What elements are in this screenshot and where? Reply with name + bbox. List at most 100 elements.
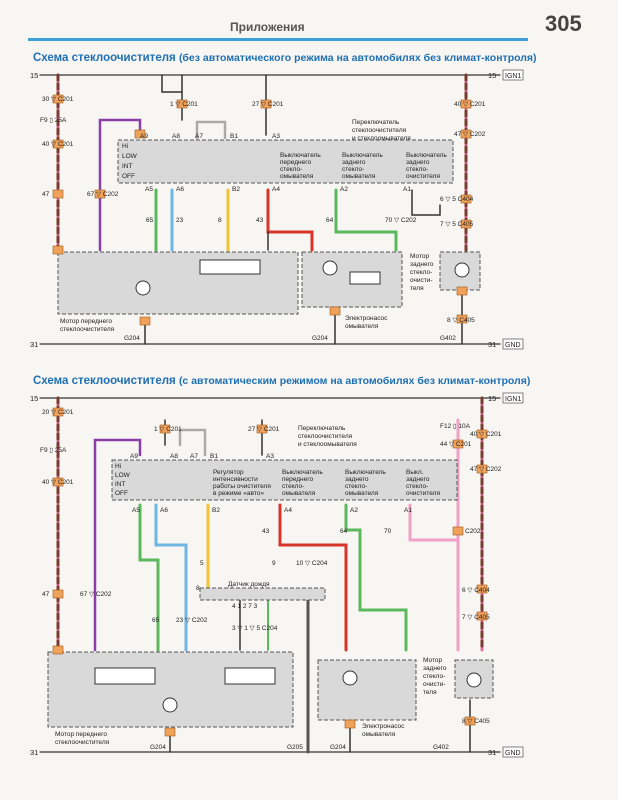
d1-front-sw-4: омывателя: [280, 173, 314, 180]
d2-washer-pump-box: [317, 659, 417, 721]
d1-rear-sw-1: Выключатель: [342, 152, 383, 159]
d2-c202-67: 67 ▽ C202: [80, 591, 112, 598]
d2-front-motor-2: стеклоочистителя: [55, 739, 110, 746]
d1-pin-a1: A1: [403, 186, 411, 193]
d2-w-65: 65: [152, 617, 160, 624]
d2-rain-sensor-box: [199, 587, 326, 601]
d2-g204a: G204: [150, 744, 166, 751]
d1-pin-b1: B1: [230, 133, 238, 140]
d2-wire-pink: [408, 503, 458, 542]
d2-rear-motor-1: Мотор: [423, 657, 442, 664]
d2-c204: 10 ▽ C204: [296, 560, 328, 567]
d1-mode-low: LOW: [122, 153, 138, 160]
d1-rear-motor-symbol: [454, 262, 470, 278]
d1-c202-47r: 47 ▽ C202: [454, 131, 486, 138]
d1-wire-purple: [98, 118, 142, 252]
d1-wiper-switch-box: [117, 139, 454, 184]
d2-mode-int: INT: [115, 481, 126, 488]
diagram-1-title: Схема стеклоочистителя (без автоматическ…: [33, 52, 537, 64]
d2-switch-label-3: и стеклоомывателя: [298, 441, 357, 448]
d1-ign1-tag: IGN1: [505, 73, 521, 80]
d2-g204b: G204: [330, 744, 346, 751]
d1-c201-27: 27 ▽ C201: [252, 101, 284, 108]
d1-c202-67: 67 ▽ C202: [87, 191, 119, 198]
d2-c202-47: 47: [42, 591, 50, 598]
d1-front-motor-2: стеклоочистителя: [60, 326, 115, 333]
d2-sensor-pins: 4 1 2 7 3: [232, 603, 258, 610]
d1-rear-sw-3: стекло-: [342, 166, 364, 173]
d1-c405: 7 ▽ 5 C405: [440, 221, 474, 228]
d2-c201-27: 27 ▽ C201: [248, 426, 280, 433]
d2-pin-a2: A2: [350, 507, 358, 514]
d2-c201-a: 20 ▽ C201: [42, 409, 74, 416]
d1-pin-a6: A6: [176, 186, 184, 193]
d2-w-43: 43: [262, 528, 270, 535]
d2-w-8: 8: [196, 585, 200, 592]
d1-gnd-tag: GND: [505, 342, 521, 349]
d2-regulator-2: интенсивности: [213, 476, 258, 483]
diagram-1-title-main: Схема стеклоочистителя: [33, 52, 176, 64]
d2-pin-a3: A3: [266, 453, 274, 460]
d2-rear-motor-2: заднего: [423, 665, 447, 672]
d1-rear-wiper-sw-1: Выключатель: [406, 152, 447, 159]
d2-wire-green2: [344, 503, 408, 652]
d1-c202-47: 47: [42, 191, 50, 198]
d2-w-5: 5: [200, 560, 204, 567]
d2-c201-b: 40 ▽ C201: [42, 479, 74, 486]
d1-pump-2: омывателя: [345, 323, 379, 330]
d1-rear-sw-2: заднего: [342, 159, 366, 166]
d2-c405-8: 8 ▽ C405: [462, 718, 490, 725]
d1-rear-motor-2: заднего: [410, 261, 434, 268]
d1-bus-15-right: 15: [488, 71, 496, 80]
d2-regulator-1: Регулятор: [213, 469, 244, 476]
d2-fuse-f12: F12 ▯ 10A: [440, 423, 471, 430]
d2-w-23: 23 ▽ C202: [176, 617, 208, 624]
d2-c201-1: 1 ▽ C201: [154, 426, 182, 433]
d1-bus-31-right: 31: [488, 340, 496, 349]
d1-wire-red: [266, 188, 314, 252]
d2-front-sw-2: переднего: [282, 476, 313, 483]
d1-switch-label-3: и стеклоомывателя: [352, 135, 411, 142]
d2-rear-motor-5: теля: [423, 689, 437, 696]
d2-wire-green: [138, 503, 160, 652]
d2-pin-a8: A8: [170, 453, 178, 460]
d1-front-motor-1: Мотор переднего: [60, 318, 112, 325]
d2-front-sw-4: омывателя: [282, 490, 316, 497]
d2-rear-wiper-sw-4: очистителя: [406, 490, 440, 497]
d1-rear-motor-4: очисти-: [410, 277, 433, 284]
d2-w-64: 64: [340, 528, 348, 535]
d2-wiper-switch-box: [111, 459, 458, 501]
d2-w-70: 70: [384, 528, 392, 535]
d2-pin-a1: A1: [404, 507, 412, 514]
d2-bus-31-left: 31: [30, 748, 38, 757]
d1-mode-off: OFF: [122, 173, 135, 180]
d1-pin-a5: A5: [145, 186, 153, 193]
d1-bus-31-left: 31: [30, 340, 38, 349]
d1-w-43: 43: [256, 217, 264, 224]
d2-front-motor-symbol: [162, 697, 178, 713]
d1-front-sw-2: переднего: [280, 159, 311, 166]
d2-front-motor-1: Мотор переднего: [55, 731, 107, 738]
d2-bus-31-right: 31: [488, 748, 496, 757]
diagram-1-title-sub: (без автоматического режима на автомобил…: [178, 52, 537, 64]
d1-rear-wiper-sw-3: стекло-: [406, 166, 428, 173]
d1-c201-a: 30 ▽ C201: [42, 96, 74, 103]
d2-mode-low: LOW: [115, 472, 131, 479]
d2-c201-44: 44 ▽ C201: [440, 441, 472, 448]
d2-pin-a4: A4: [284, 507, 292, 514]
d2-rear-sw-4: омывателя: [345, 490, 379, 497]
d1-rear-motor-5: теля: [410, 285, 424, 292]
d2-wire-purple: [93, 438, 142, 652]
d1-rear-sw-4: омывателя: [342, 173, 376, 180]
d2-rear-motor-4: очисти-: [423, 681, 446, 688]
d1-pin-a3: A3: [272, 133, 280, 140]
d1-c405-8: 8 ▽ C405: [447, 317, 475, 324]
d2-pin-a7: A7: [190, 453, 198, 460]
d1-fuse: F9 ▯ 25A: [40, 117, 67, 124]
d2-front-sw-3: стекло-: [282, 483, 304, 490]
d1-rear-motor-3: стекло-: [410, 269, 432, 276]
d1-mode-int: INT: [122, 163, 133, 170]
d1-w-8: 8: [218, 217, 222, 224]
d2-pump-1: Электронасос: [362, 723, 405, 730]
d1-mode-hi: Hi: [122, 143, 128, 150]
